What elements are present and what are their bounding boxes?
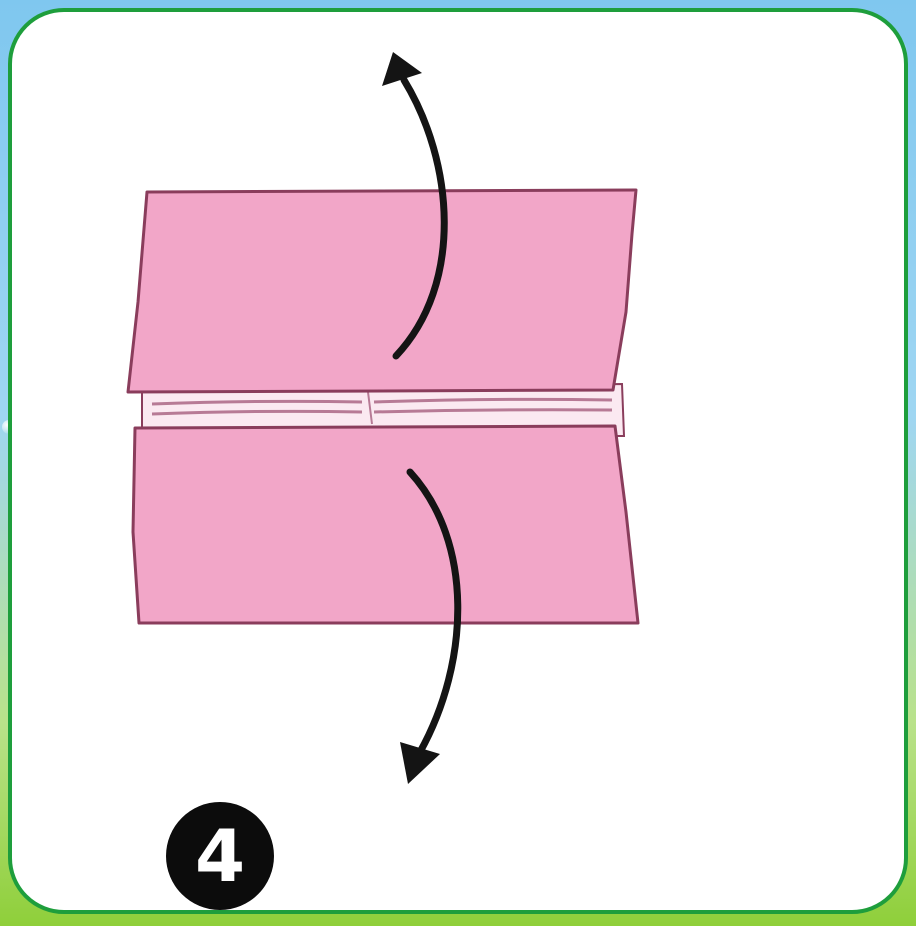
paper-lower-flap <box>133 426 638 623</box>
instruction-card: 4 <box>8 8 908 914</box>
curved-arrow-down-head <box>400 742 440 784</box>
origami-fold-diagram <box>12 12 904 910</box>
paper-upper-flap <box>128 190 636 392</box>
step-number-badge: 4 <box>166 802 274 910</box>
